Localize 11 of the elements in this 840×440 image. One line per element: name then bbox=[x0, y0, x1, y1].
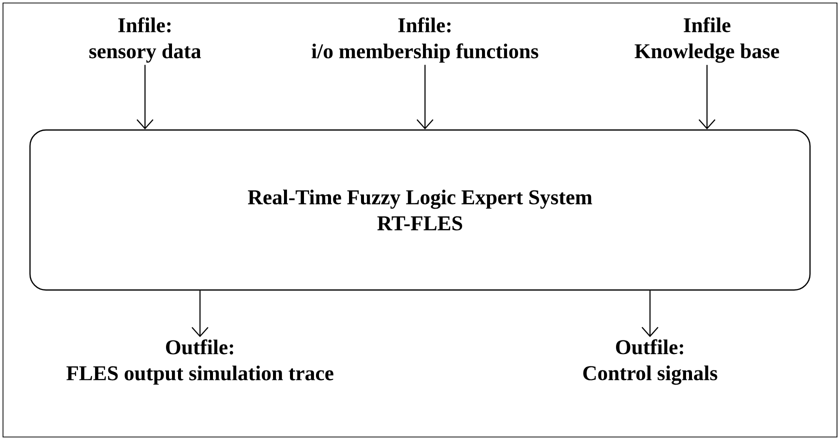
arrow bbox=[136, 64, 154, 130]
file-label: Outfile: Control signals bbox=[583, 339, 718, 385]
file-label: Outfile: FLES output simulation trace bbox=[66, 339, 334, 385]
arrow bbox=[642, 290, 658, 338]
file-label: Infile: i/o membership functions bbox=[312, 17, 538, 63]
file-label: Infile: sensory data bbox=[89, 17, 201, 63]
file-label: Infile Knowledge base bbox=[634, 17, 780, 63]
process-box: Real-Time Fuzzy Logic Expert System RT-FLES bbox=[29, 129, 811, 291]
arrow bbox=[698, 64, 716, 130]
arrow bbox=[192, 290, 208, 338]
arrow bbox=[416, 64, 434, 130]
